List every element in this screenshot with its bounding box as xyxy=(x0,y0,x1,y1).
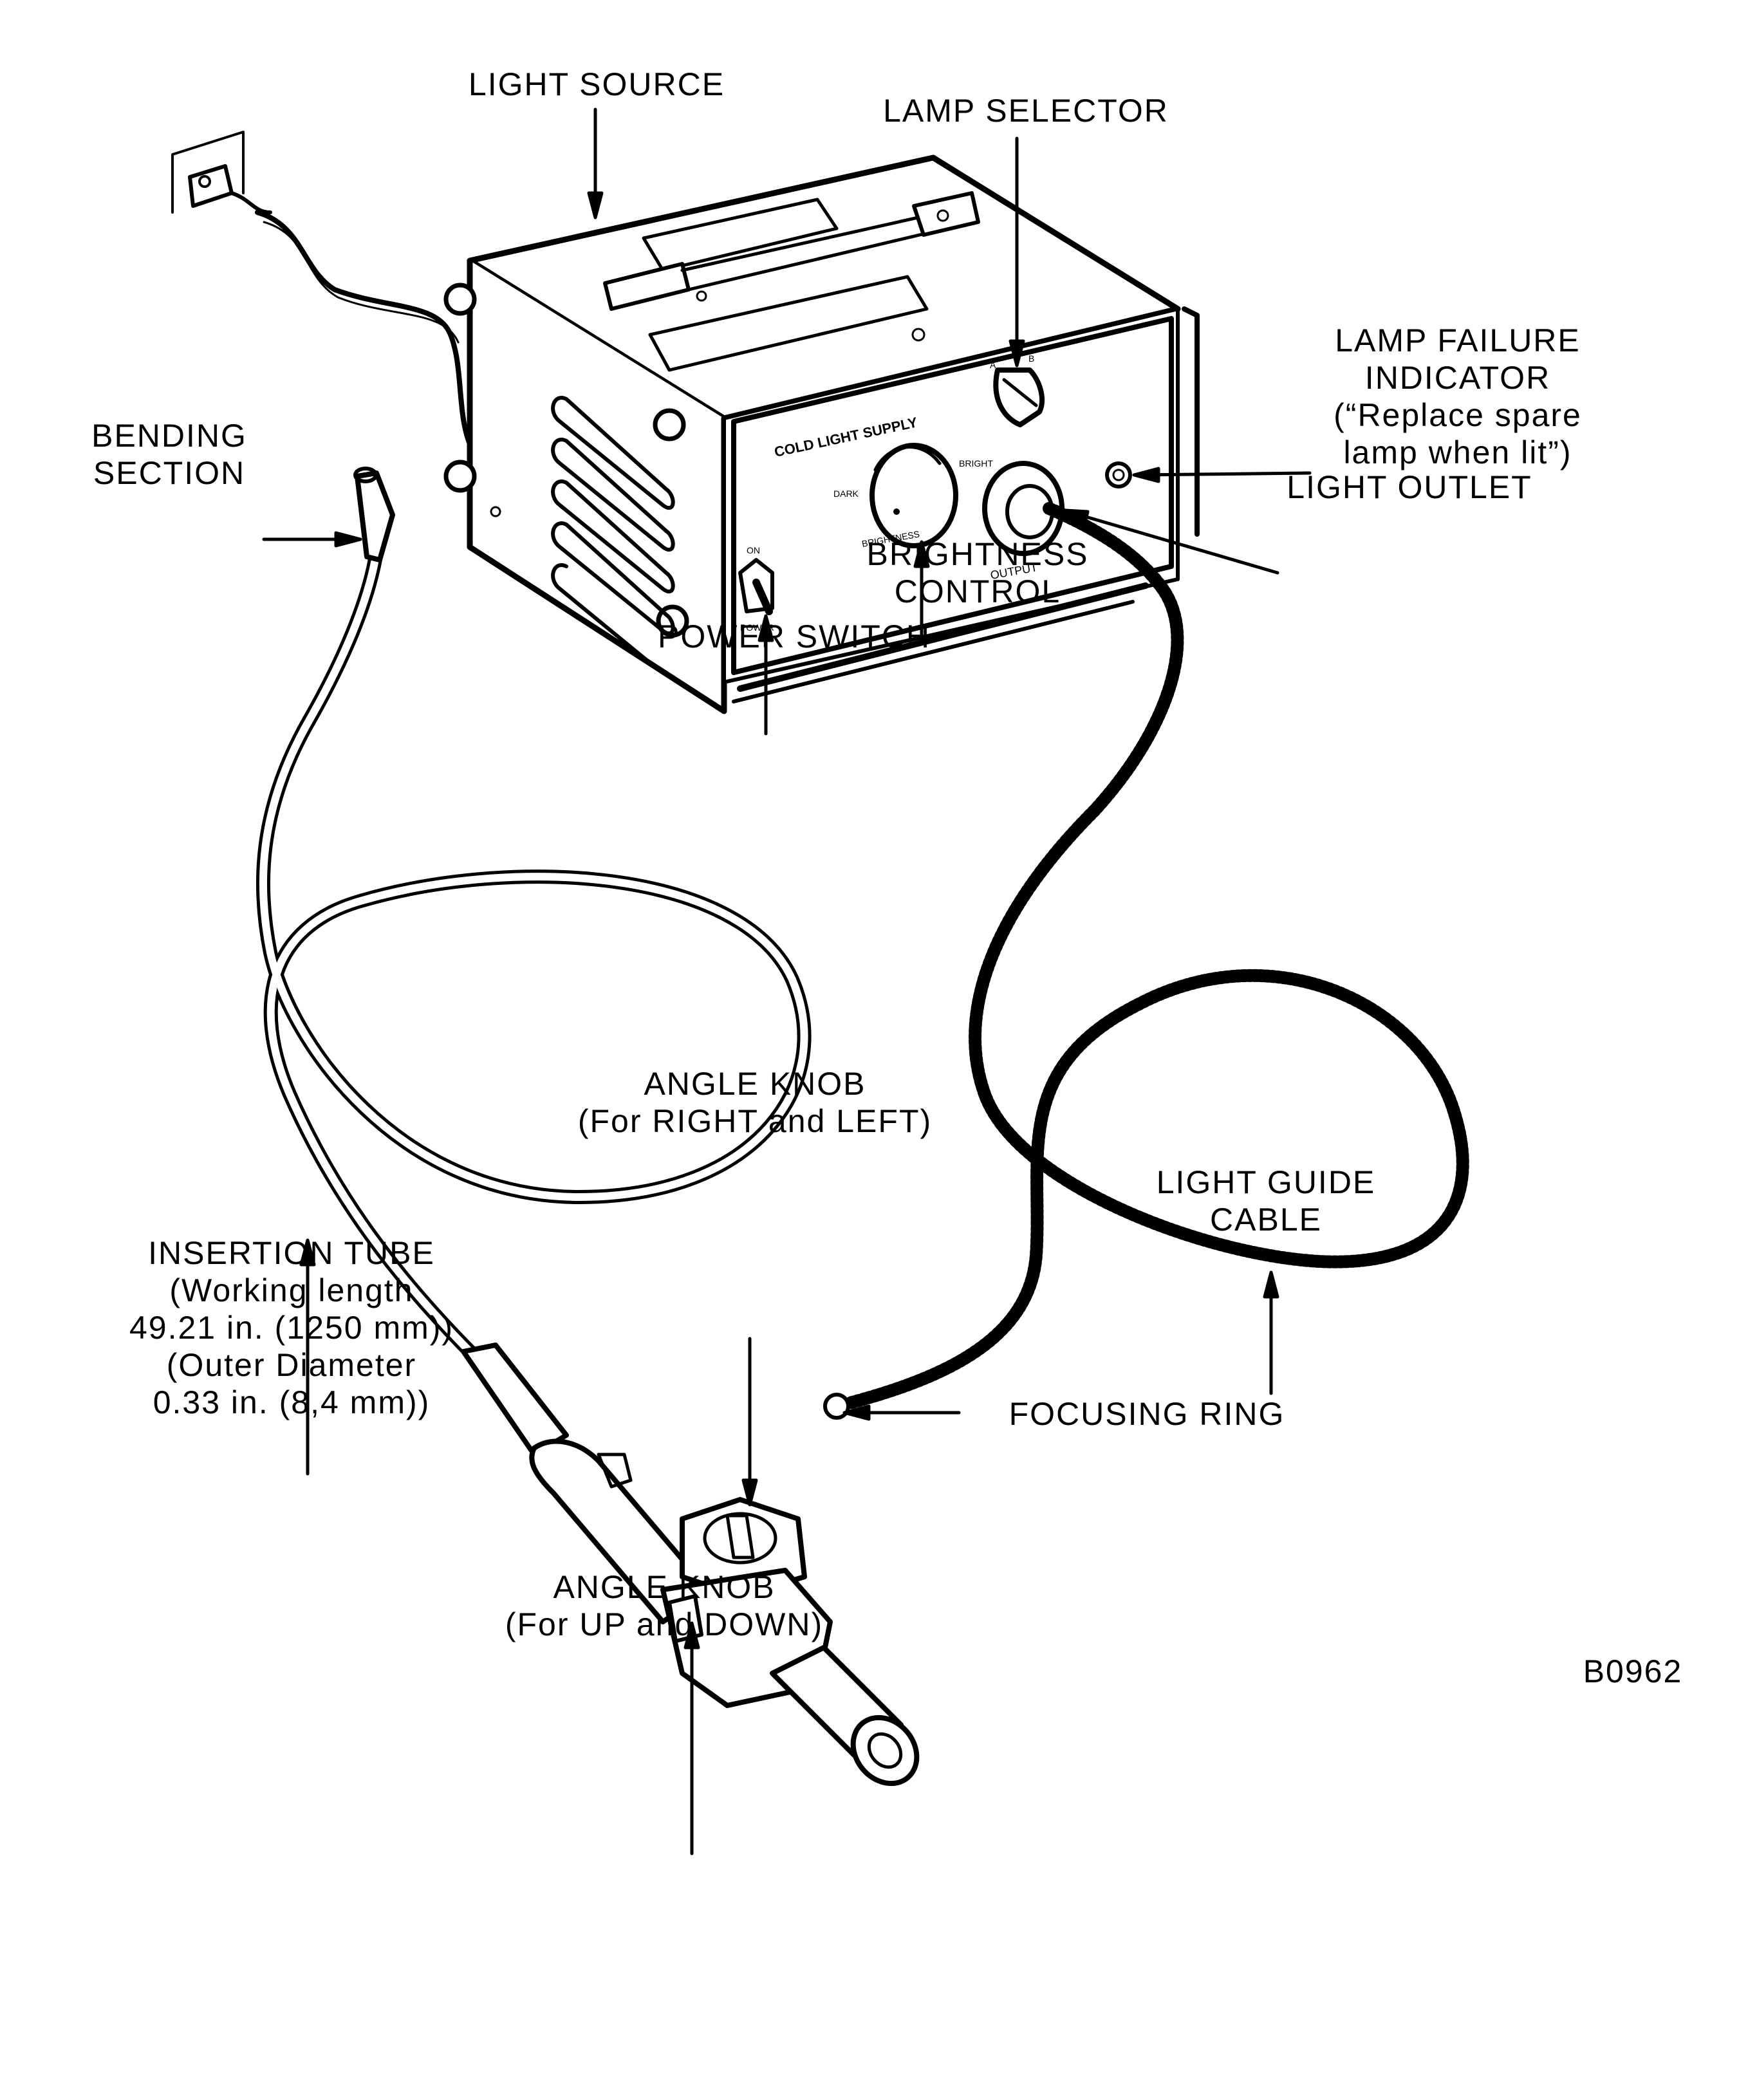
label-line: FOCUSING RING xyxy=(1009,1396,1285,1432)
panel-lamp-b-text: B xyxy=(1028,353,1034,364)
brightness-knob-icon xyxy=(869,443,958,548)
lamp-failure-indicator-icon xyxy=(1105,461,1132,488)
label-line: (For RIGHT and LEFT) xyxy=(577,1103,933,1139)
label-line: LIGHT SOURCE xyxy=(468,66,725,102)
leader-lines xyxy=(262,107,1312,1855)
wall-outlet-icon xyxy=(171,131,272,214)
bending-section-tip xyxy=(353,467,395,562)
label-angle-knob-up-down: ANGLE KNOB (For UP and DOWN) xyxy=(505,1568,823,1643)
label-line: BENDING xyxy=(91,418,247,454)
label-line: BRIGHTNESS xyxy=(866,536,1089,572)
label-angle-knob-right-left: ANGLE KNOB (For RIGHT and LEFT) xyxy=(578,1065,932,1140)
label-line: ANGLE KNOB xyxy=(553,1569,776,1605)
label-line: 0.33 in. (8,4 mm)) xyxy=(153,1384,431,1420)
label-brightness-control: BRIGHTNESS CONTROL xyxy=(866,535,1088,610)
label-line: CONTROL xyxy=(894,573,1061,609)
label-line: LAMP FAILURE xyxy=(1335,322,1581,358)
control-body xyxy=(461,1343,920,1787)
label-line: (For UP and DOWN) xyxy=(505,1606,824,1642)
label-power-switch: POWER SWITCH xyxy=(658,618,931,655)
label-light-source: LIGHT SOURCE xyxy=(469,66,725,103)
power-toggle-switch-icon xyxy=(738,558,774,615)
label-lamp-failure-indicator: LAMP FAILURE INDICATOR (“Replace spare l… xyxy=(1334,322,1582,471)
label-line: ANGLE KNOB xyxy=(644,1066,866,1102)
panel-power-text: POWER xyxy=(740,622,774,633)
label-line: (Outer Diameter xyxy=(166,1347,417,1383)
light-guide-cable xyxy=(843,502,1469,1409)
light-source-box xyxy=(443,154,1200,714)
label-line: CABLE xyxy=(1210,1202,1322,1238)
label-line: INSERTION TUBE xyxy=(148,1235,435,1271)
panel-on-text: ON xyxy=(747,545,760,555)
lamp-selector-knob-icon xyxy=(993,367,1045,427)
label-lamp-selector: LAMP SELECTOR xyxy=(883,92,1169,129)
label-line: LAMP SELECTOR xyxy=(883,93,1169,129)
label-line: B0962 xyxy=(1583,1653,1683,1689)
panel-bright-text: BRIGHT xyxy=(959,458,993,469)
label-line: SECTION xyxy=(93,455,246,491)
label-line: LIGHT OUTLET xyxy=(1287,469,1532,505)
label-bending-section: BENDING SECTION xyxy=(91,417,247,492)
power-cord xyxy=(255,210,472,447)
label-line: (“Replace spare xyxy=(1334,397,1582,433)
label-insertion-tube: INSERTION TUBE (Working length 49.21 in.… xyxy=(129,1234,454,1421)
label-light-outlet: LIGHT OUTLET xyxy=(1287,469,1532,506)
label-line: 49.21 in. (1250 mm)) xyxy=(129,1310,454,1346)
figure-id-code: B0962 xyxy=(1583,1653,1683,1690)
label-line: lamp when lit”) xyxy=(1343,434,1572,470)
label-line: LIGHT GUIDE xyxy=(1156,1164,1376,1200)
insertion-tube xyxy=(256,472,812,1365)
label-light-guide-cable: LIGHT GUIDE CABLE xyxy=(1157,1164,1376,1238)
panel-dark-text: DARK xyxy=(833,488,859,499)
panel-lamp-a-text: A xyxy=(990,360,996,370)
label-focusing-ring: FOCUSING RING xyxy=(1009,1395,1285,1433)
label-line: (Working length xyxy=(169,1272,414,1308)
label-line: INDICATOR xyxy=(1364,360,1551,396)
label-line: POWER SWITCH xyxy=(658,618,931,655)
